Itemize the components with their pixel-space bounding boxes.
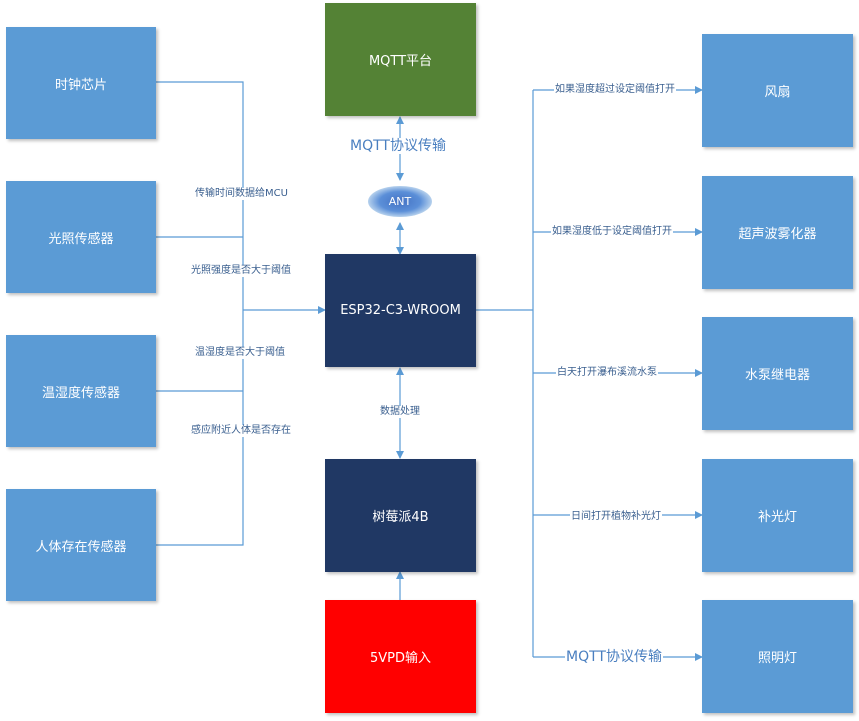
data-processing-label: 数据处理 [379,406,421,418]
clock-chip-node: 时钟芯片 [6,27,156,139]
humidifier-rule-label: 如果湿度低于设定阈值打开 [551,226,673,238]
clock-wire [156,81,244,310]
lighting-mqtt-label: MQTT协议传输 [565,649,663,665]
mqtt-uplink-label: MQTT协议传输 [349,138,447,154]
esp32-node: ESP32-C3-WROOM [325,254,476,367]
grow-light-node: 补光灯 [702,459,853,572]
temp-humidity-sensor-node: 温湿度传感器 [6,335,156,447]
clock-to-mcu-label: 传输时间数据给MCU [194,188,289,200]
fan-node: 风扇 [702,34,853,147]
humidifier-node: 超声波雾化器 [702,176,853,289]
light-threshold-label: 光照强度是否大于阈值 [190,265,292,277]
light-sensor-node: 光照传感器 [6,181,156,293]
presence-check-label: 感应附近人体是否存在 [190,425,292,437]
pump-relay-node: 水泵继电器 [702,317,853,430]
temp-threshold-label: 温湿度是否大于阈值 [194,347,286,359]
power-input-node: 5VPD输入 [325,600,476,713]
fan-rule-label: 如果湿度超过设定阈值打开 [554,84,676,96]
mqtt-platform-node: MQTT平台 [325,3,476,116]
pump-rule-label: 白天打开瀑布溪流水泵 [556,367,658,379]
presence-sensor-wire [156,310,244,546]
lighting-node: 照明灯 [702,600,853,713]
grow-light-rule-label: 日间打开植物补光灯 [570,511,662,523]
raspberry-pi-node: 树莓派4B [325,459,476,572]
antenna-node: ANT [368,186,432,217]
presence-sensor-node: 人体存在传感器 [6,489,156,601]
